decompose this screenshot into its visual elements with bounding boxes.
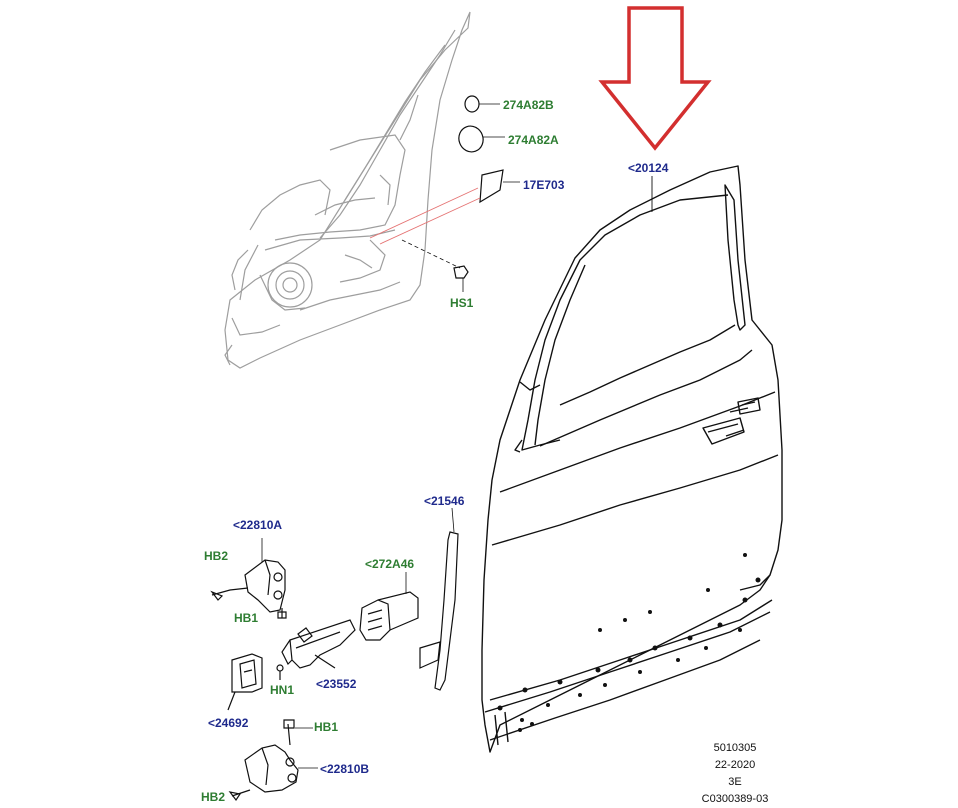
- hinge-22810a: [210, 538, 287, 619]
- bumper-24692: [227, 653, 263, 711]
- plug-small: [464, 95, 500, 113]
- reference-line-4: C0300389-03: [701, 793, 769, 805]
- check-arm-23552: [276, 619, 356, 680]
- label-hb2-top: HB2: [204, 549, 229, 563]
- label-22810b: <22810B: [320, 762, 370, 776]
- label-hs1: HS1: [450, 296, 474, 310]
- label-272a46: <272A46: [365, 557, 415, 571]
- hinge-22810b: [228, 719, 318, 802]
- label-hb1-bottom: HB1: [314, 720, 339, 734]
- weatherstrip-21546: [419, 507, 459, 691]
- door-bottom-holes: [497, 553, 761, 732]
- door-outer-skin: [481, 165, 783, 753]
- check-housing-272a46: [359, 572, 419, 641]
- screw-hs1: [453, 265, 469, 292]
- label-hb2-bottom: HB2: [201, 790, 226, 804]
- leader-dash: [401, 239, 461, 269]
- label-20124: <20124: [628, 161, 669, 175]
- highlight-arrow: [598, 6, 712, 151]
- access-cover: [479, 169, 520, 204]
- label-21546: <21546: [424, 494, 465, 508]
- plug-large: [458, 125, 505, 153]
- label-17e703: 17E703: [523, 178, 565, 192]
- label-hn1: HN1: [270, 683, 295, 697]
- leader-lines: [369, 187, 481, 245]
- reference-line-3: 3E: [728, 776, 742, 788]
- label-24692: <24692: [208, 716, 249, 730]
- reference-block: 5010305 22-2020 3E C0300389-03: [690, 740, 780, 808]
- label-274a82a: 274A82A: [508, 133, 559, 147]
- label-23552: <23552: [316, 677, 357, 691]
- label-hb1-top: HB1: [234, 611, 259, 625]
- label-274a82b: 274A82B: [503, 98, 554, 112]
- reference-line-1: 5010305: [713, 742, 757, 754]
- reference-line-2: 22-2020: [714, 759, 756, 771]
- door-inner-panel: [224, 11, 471, 369]
- label-22810a: <22810A: [233, 518, 283, 532]
